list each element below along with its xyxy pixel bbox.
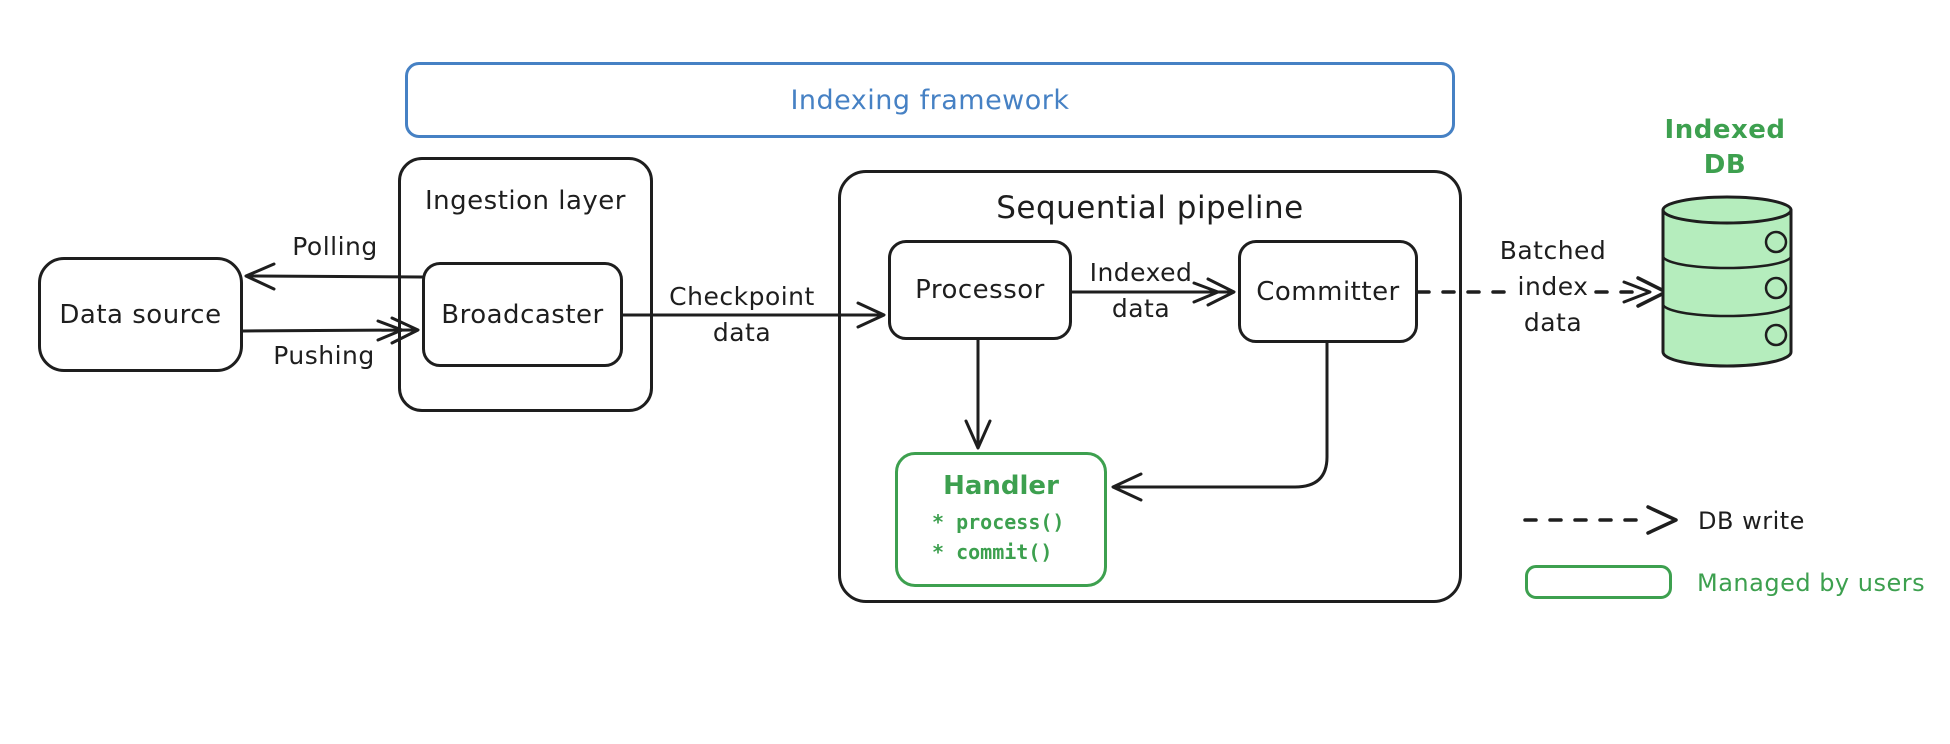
committer-node: Committer [1238, 240, 1418, 343]
indexed-db-label: Indexed DB [1664, 115, 1786, 180]
handler-methods: * process() * commit() [932, 507, 1104, 567]
indexing-framework-label: Indexing framework [790, 84, 1070, 116]
processor-to-handler-arrow [966, 340, 990, 448]
indexed-data-edge-label: Indexed data [1089, 258, 1193, 323]
sequential-pipeline-container: Sequential pipeline [838, 170, 1462, 603]
batched-index-data-edge-label: Batched index data [1499, 236, 1607, 337]
legend-managed-by-users-label: Managed by users [1697, 569, 1926, 597]
processor-label: Processor [915, 275, 1045, 305]
processor-node: Processor [888, 240, 1072, 340]
legend-db-write-label: DB write [1698, 507, 1805, 535]
legend-managed-box [1525, 565, 1672, 599]
committer-label: Committer [1256, 276, 1400, 307]
handler-label: Handler [943, 471, 1059, 501]
broadcaster-label: Broadcaster [441, 299, 604, 330]
indexing-framework-container: Indexing framework [405, 62, 1455, 138]
legend-db-write-arrow [1525, 507, 1676, 533]
database-icon [1663, 197, 1791, 366]
data-source-label: Data source [59, 299, 222, 330]
checkpoint-data-edge-label: Checkpoint data [669, 282, 815, 347]
handler-node: Handler * process() * commit() [895, 452, 1107, 587]
committer-to-handler-arrow [1113, 343, 1327, 500]
broadcaster-node: Broadcaster [422, 262, 623, 367]
ingestion-layer-container: Ingestion layer [398, 157, 653, 412]
polling-edge-label: Polling [292, 232, 378, 261]
handler-method-commit: * commit() [932, 540, 1053, 564]
data-source-node: Data source [38, 257, 243, 372]
sequential-pipeline-label: Sequential pipeline [996, 190, 1304, 226]
handler-method-process: * process() [932, 510, 1065, 534]
checkpoint-data-arrow [623, 303, 884, 327]
polling-arrow [246, 264, 422, 289]
pushing-edge-label: Pushing [273, 341, 375, 370]
ingestion-layer-label: Ingestion layer [425, 186, 626, 216]
indexed-data-arrow [1072, 279, 1234, 305]
